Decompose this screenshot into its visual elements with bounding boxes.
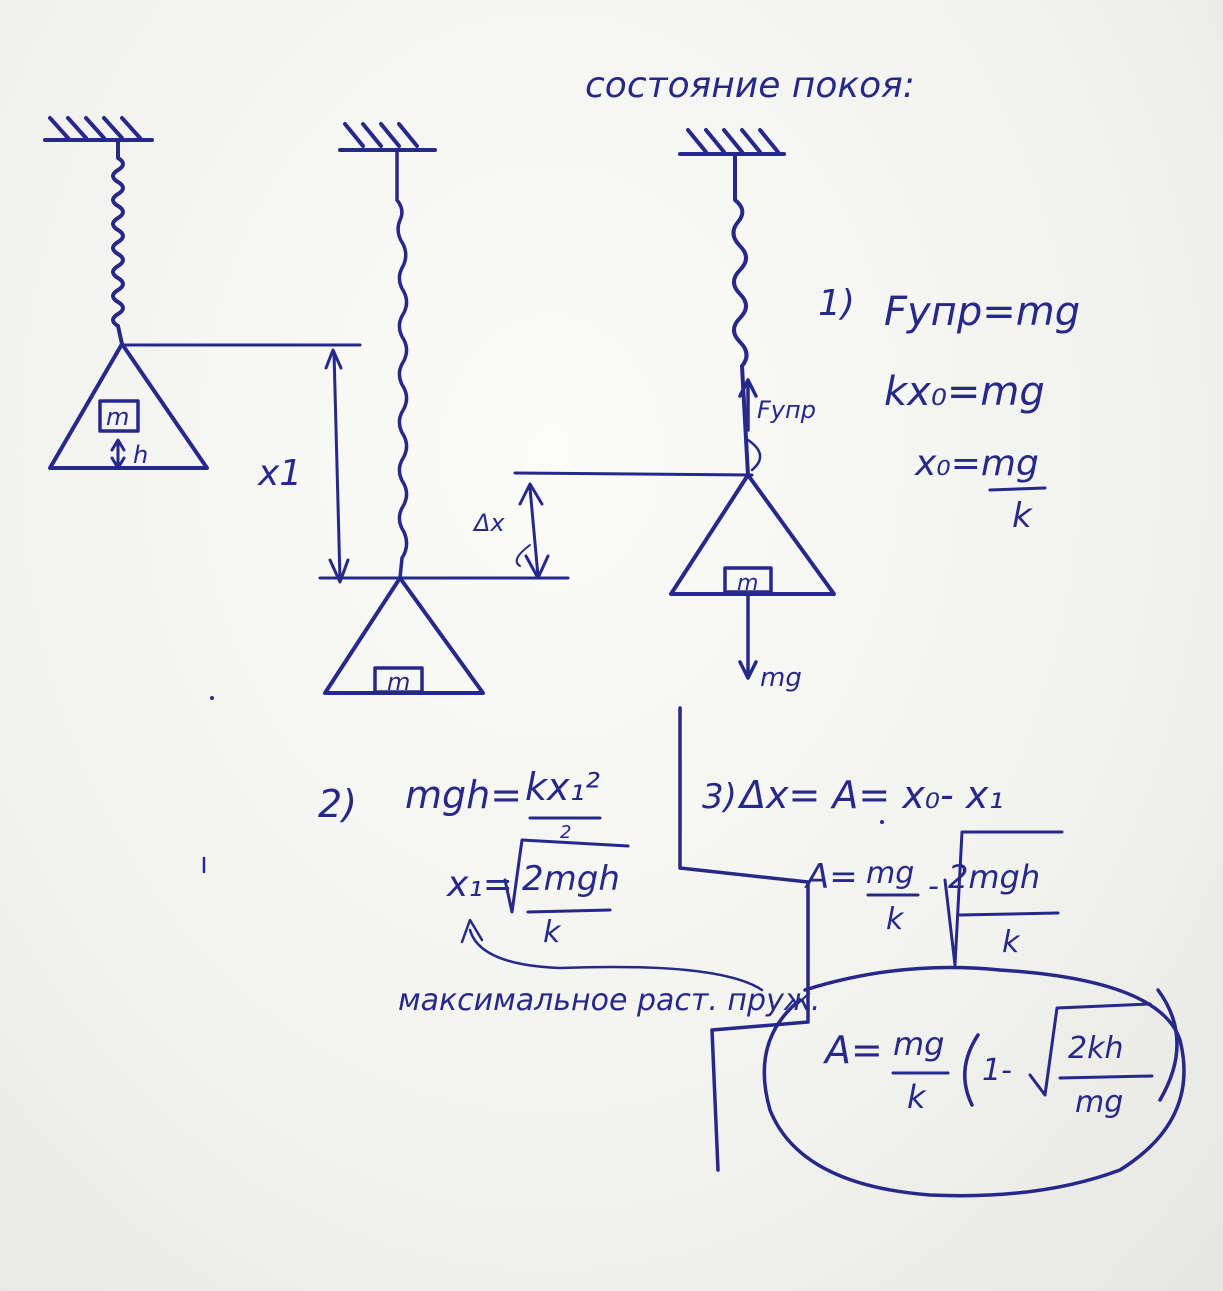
height-label: h	[133, 441, 148, 469]
eq3-line-b-frac-num: mg	[866, 856, 914, 891]
stray-mark	[880, 820, 884, 824]
x1-label: x1	[257, 453, 302, 494]
eq2-line-b-left: x₁=	[446, 864, 513, 905]
eq1-line-a: Fупр=mg	[884, 289, 1080, 335]
mass-box-1	[98, 399, 140, 433]
spring-force-arrow	[738, 378, 762, 472]
final-root-num: 2kh	[1068, 1031, 1123, 1066]
figure-2-max-stretch: m	[323, 122, 485, 696]
spring-1	[111, 138, 125, 346]
final-paren-left	[963, 1033, 980, 1107]
note-arrow	[460, 918, 764, 992]
mass-label-3: m	[737, 571, 758, 596]
pan-1	[48, 342, 209, 470]
delta-x-arrow	[513, 471, 754, 580]
eq3-line-a: Δx= A= x₀- x₁	[737, 773, 1004, 817]
eq1-line-c-den: k	[1012, 496, 1033, 536]
eq3-line-b-frac-den: k	[886, 902, 905, 937]
final-frac-den: k	[907, 1078, 927, 1116]
eq2-line-a-num: kx₁²	[525, 765, 600, 809]
height-arrow	[110, 438, 126, 470]
divider-line	[678, 706, 810, 1172]
gravity-label: mg	[760, 663, 802, 693]
eq3-line-b-root-num: 2mgh	[948, 858, 1040, 896]
spring-force-label: Fупр	[757, 396, 816, 424]
final-frac-num: mg	[893, 1025, 944, 1063]
figure-3-equilibrium: m Fупр mg	[669, 128, 836, 693]
figure-1-initial: m h	[43, 116, 209, 470]
eq3-line-b-root-den: k	[1002, 925, 1021, 960]
final-left: A=	[822, 1028, 883, 1072]
eq2-note: максимальное раст. пруж.	[398, 983, 820, 1018]
spring-3	[731, 152, 750, 477]
pan-3	[669, 473, 836, 596]
eq2-number: 2)	[318, 782, 357, 826]
eq3-number: 3)	[702, 777, 737, 817]
eq2-line-a-left: mgh=	[405, 773, 522, 817]
final-root-den: mg	[1075, 1085, 1123, 1120]
mass-label-1: m	[106, 403, 129, 431]
ceiling-hatch-1	[43, 116, 154, 142]
equations-2: 2) mgh= kx₁² 2 x₁= 2mgh k максимальное р…	[318, 765, 820, 1018]
gravity-arrow	[738, 592, 758, 680]
final-one: 1-	[982, 1053, 1012, 1088]
eq2-line-b-den: k	[543, 915, 562, 950]
final-paren-right	[1156, 988, 1179, 1102]
x1-dimension	[120, 343, 570, 584]
stray-mark	[210, 696, 214, 700]
mass-label-2: m	[387, 668, 410, 696]
mass-box-3	[723, 566, 773, 594]
mass-box-2	[373, 666, 424, 694]
eq2-line-a-den: 2	[560, 822, 571, 843]
eq3-line-b-minus: -	[928, 869, 939, 904]
delta-x-label: Δx	[472, 509, 505, 537]
ceiling-hatch-2	[338, 122, 437, 152]
answer-ellipse	[762, 965, 1186, 1198]
equations-1: 1) Fупр=mg kx₀=mg x₀=mg k	[818, 283, 1080, 536]
eq3-line-b-left: A=	[804, 857, 858, 897]
equations-3: 3) Δx= A= x₀- x₁ A= mg k - 2mgh k	[678, 706, 1064, 1172]
heading: состояние покоя:	[585, 65, 915, 106]
final-answer: A= mg k 1- 2kh mg	[762, 965, 1186, 1198]
eq1-line-c-num: x₀=mg	[914, 443, 1039, 484]
eq2-line-b-num: 2mgh	[522, 859, 620, 899]
spring-2	[395, 148, 409, 580]
eq1-number: 1)	[818, 283, 855, 324]
ceiling-hatch-3	[678, 128, 786, 156]
eq1-line-b: kx₀=mg	[884, 369, 1045, 415]
